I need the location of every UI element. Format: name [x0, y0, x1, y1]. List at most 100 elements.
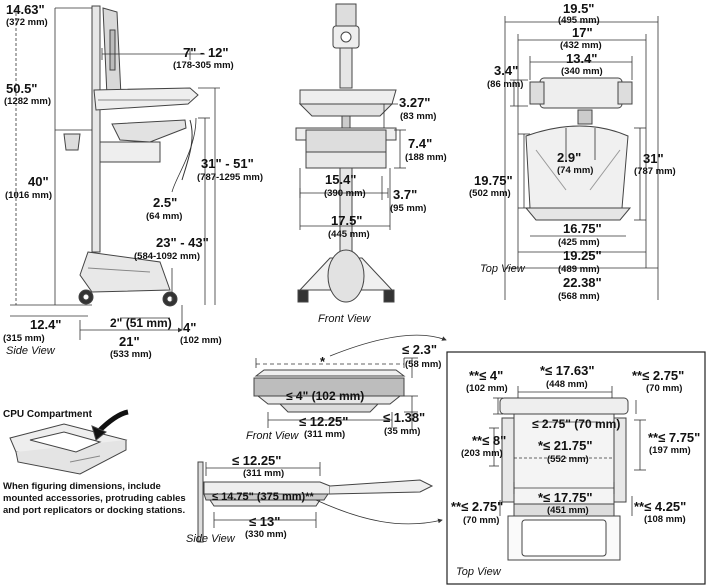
- top-view-cart: [524, 77, 633, 221]
- detail-top-dim-2-75-left: **≤ 2.75": [451, 499, 504, 514]
- side-view-caption: Side View: [6, 345, 55, 357]
- top-dim-19-5-mm: (495 mm): [558, 15, 600, 26]
- top-dim-13-4: 13.4": [566, 51, 598, 66]
- detail-front-dimension-lines: [255, 334, 447, 430]
- top-dim-3-4: 3.4": [494, 63, 519, 78]
- top-dim-2-9: 2.9": [557, 150, 582, 165]
- top-dim-19-75-mm: (502 mm): [469, 188, 511, 199]
- detail-top-view-caption: Top View: [456, 566, 501, 578]
- top-dim-19-5: 19.5": [563, 1, 595, 16]
- top-dim-16-75: 16.75": [563, 221, 602, 236]
- side-dim-12-4: 12.4": [30, 317, 62, 332]
- side-dim-2-5: 2.5": [153, 195, 178, 210]
- detail-top-dim-21-75: *≤ 21.75": [538, 438, 593, 453]
- detail-front-dim-12-25-mm: (311 mm): [304, 429, 346, 440]
- detail-top-dim-4: **≤ 4": [469, 368, 504, 383]
- detail-side-dim-12-25-mm: (311 mm): [243, 468, 285, 479]
- cpu-note-line2: mounted accessories, protruding cables: [3, 493, 186, 504]
- side-view-cart: [63, 5, 199, 307]
- detail-top-dim-2-75-center: ≤ 2.75" (70 mm): [532, 417, 621, 431]
- top-dim-19-75: 19.75": [474, 173, 513, 188]
- side-view-dimension-lines: [10, 7, 220, 340]
- front-dim-17-5: 17.5": [331, 213, 363, 228]
- detail-front-dim-2-3-mm: (58 mm): [405, 359, 442, 370]
- front-dim-3-27: 3.27": [399, 95, 431, 110]
- side-dim-40-mm: (1016 mm): [5, 190, 52, 201]
- top-dim-17-mm: (432 mm): [560, 40, 602, 51]
- detail-top-dim-17-63-mm: (448 mm): [546, 379, 588, 390]
- cpu-compartment-title: CPU Compartment: [3, 409, 92, 420]
- detail-top-tray: [499, 397, 629, 561]
- detail-side-dim-14-75: ≤ 14.75" (375 mm)**: [212, 491, 314, 503]
- detail-top-dim-17-63: *≤ 17.63": [540, 363, 595, 378]
- top-view-dimension-lines: [504, 16, 659, 300]
- detail-top-dim-8: **≤ 8": [472, 433, 507, 448]
- top-dim-16-75-mm: (425 mm): [558, 237, 600, 248]
- side-dim-4: 4": [183, 320, 197, 335]
- front-dim-7-4: 7.4": [408, 136, 433, 151]
- front-dim-3-7: 3.7": [393, 187, 418, 202]
- side-dim-50-5: 50.5": [6, 81, 38, 96]
- top-dim-17: 17": [572, 25, 593, 40]
- side-dim-31-51: 31" - 51": [201, 156, 254, 171]
- detail-top-dim-8-mm: (203 mm): [461, 448, 503, 459]
- detail-top-dimension-lines: [489, 386, 646, 516]
- side-dim-7-12-mm: (178-305 mm): [173, 60, 234, 71]
- top-dim-31: 31": [643, 151, 664, 166]
- detail-front-dim-1-38: ≤ 1.38": [383, 410, 426, 425]
- detail-front-dim-12-25: ≤ 12.25": [299, 414, 349, 429]
- side-dim-2: 2" (51 mm): [110, 316, 172, 330]
- front-dim-15-4-mm: (390 mm): [324, 188, 366, 199]
- side-dim-50-5-mm: (1282 mm): [4, 96, 51, 107]
- top-dim-13-4-mm: (340 mm): [561, 66, 603, 77]
- detail-side-dimension-lines: [205, 462, 443, 528]
- top-dim-22-38-mm: (568 mm): [558, 291, 600, 302]
- detail-front-dim-1-38-mm: (35 mm): [384, 426, 421, 437]
- side-dim-40: 40": [28, 174, 49, 189]
- side-dim-23-43-mm: (584-1092 mm): [134, 251, 201, 262]
- detail-top-dim-4-25-mm: (108 mm): [644, 514, 686, 525]
- detail-side-dim-12-25: ≤ 12.25": [232, 453, 282, 468]
- front-dim-15-4: 15.4": [325, 172, 357, 187]
- detail-front-star: *: [320, 354, 326, 369]
- side-dim-14-63-mm: (372 mm): [6, 17, 48, 28]
- side-dim-4-mm: (102 mm): [180, 335, 222, 346]
- detail-top-dim-21-75-mm: (552 mm): [547, 454, 589, 465]
- detail-top-dim-7-75: **≤ 7.75": [648, 430, 701, 445]
- detail-top-dim-17-75: *≤ 17.75": [538, 490, 593, 505]
- detail-front-tray: [253, 369, 406, 413]
- top-dim-31-mm: (787 mm): [634, 166, 676, 177]
- side-dim-21-mm: (533 mm): [110, 349, 152, 360]
- detail-top-dim-2-75-right: **≤ 2.75": [632, 368, 685, 383]
- detail-top-dim-7-75-mm: (197 mm): [649, 445, 691, 456]
- side-dim-2-5-mm: (64 mm): [146, 211, 183, 222]
- top-dim-3-4-mm: (86 mm): [487, 79, 524, 90]
- front-view-dimension-lines: [299, 103, 406, 230]
- front-dim-3-7-mm: (95 mm): [390, 203, 427, 214]
- top-dim-19-25: 19.25": [563, 248, 602, 263]
- cpu-note-line1: When figuring dimensions, include: [3, 481, 161, 492]
- front-view-caption: Front View: [318, 313, 371, 325]
- side-dim-31-51-mm: (787-1295 mm): [197, 172, 264, 183]
- detail-top-dim-4-mm: (102 mm): [466, 383, 508, 394]
- detail-front-dim-4: ≤ 4" (102 mm): [286, 389, 365, 403]
- side-dim-7-12: 7" - 12": [183, 45, 229, 60]
- detail-side-view-caption: Side View: [186, 533, 235, 545]
- detail-top-dim-2-75-left-mm: (70 mm): [463, 515, 500, 526]
- front-dim-17-5-mm: (445 mm): [328, 229, 370, 240]
- detail-front-dim-2-3: ≤ 2.3": [402, 342, 437, 357]
- top-view-caption: Top View: [480, 263, 525, 275]
- side-dim-21: 21": [119, 334, 140, 349]
- detail-side-tray: [197, 461, 434, 543]
- detail-top-dim-4-25: **≤ 4.25": [634, 499, 687, 514]
- detail-side-dim-13-mm: (330 mm): [245, 529, 287, 540]
- side-dim-12-4-mm: (315 mm): [3, 333, 45, 344]
- detail-side-dim-13: ≤ 13": [249, 514, 281, 529]
- detail-front-view-caption: Front View: [246, 430, 299, 442]
- side-dim-14-63: 14.63": [6, 2, 45, 17]
- top-dim-19-25-mm: (489 mm): [558, 264, 600, 275]
- detail-top-dim-2-75-right-mm: (70 mm): [646, 383, 683, 394]
- detail-top-dim-17-75-mm: (451 mm): [547, 505, 589, 516]
- front-view-cart: [295, 3, 397, 303]
